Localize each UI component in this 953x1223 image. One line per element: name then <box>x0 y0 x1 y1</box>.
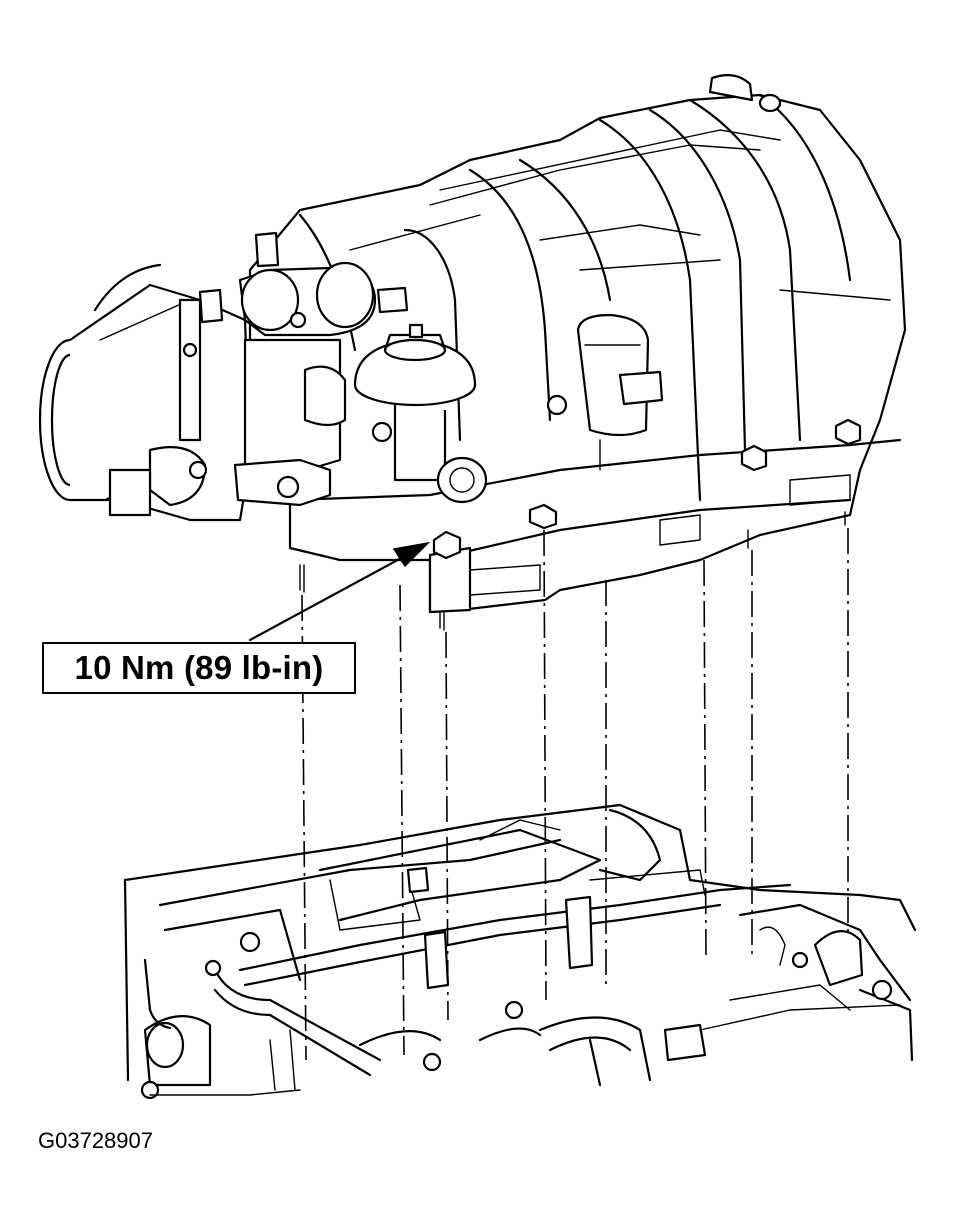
torque-spec-callout: 10 Nm (89 lb-in) <box>42 642 356 694</box>
intake-manifold <box>248 73 907 614</box>
engine-block <box>123 803 917 1100</box>
idle-air-control-valve <box>198 231 409 337</box>
throttle-body <box>38 263 252 522</box>
manifold-front-section <box>233 338 568 507</box>
egr-valve <box>353 323 488 504</box>
manifold-sensor <box>576 313 664 471</box>
alignment-lines <box>301 528 849 1061</box>
mounting-studs <box>299 418 862 631</box>
callout-leader-arrow <box>248 541 431 642</box>
figure-id: G03728907 <box>38 1128 153 1153</box>
